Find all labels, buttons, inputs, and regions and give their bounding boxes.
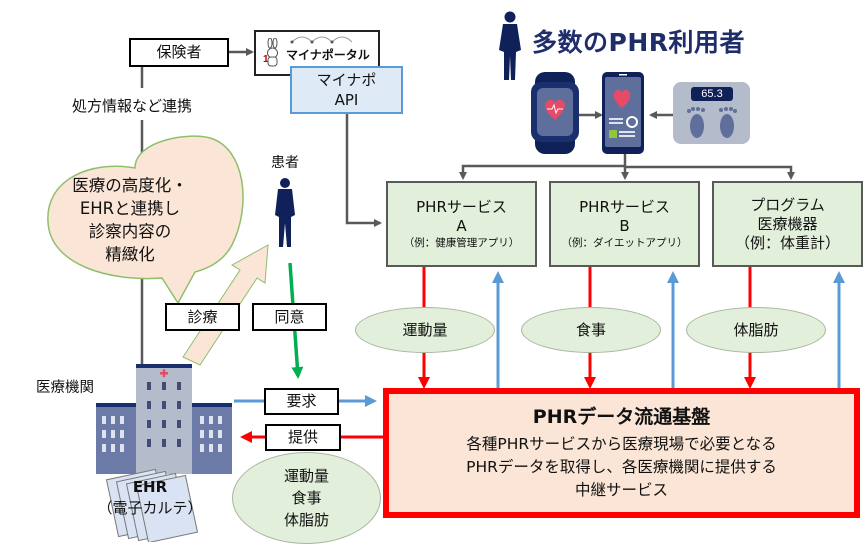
diagnosis-label: 診療 [165, 303, 240, 331]
provide-label: 提供 [265, 424, 341, 451]
speech-bubble [47, 135, 244, 305]
myna-api-box: マイナポ API [290, 66, 403, 114]
smartphone-icon [602, 72, 644, 154]
api-to-service-a-arrow [345, 114, 382, 227]
platform-description-line: PHRデータを取得し、各医療機関に提供する [466, 458, 777, 476]
consent-label: 同意 [252, 303, 327, 331]
provided-data-ellipse: 運動量 食事 体脂肪 [232, 452, 381, 544]
platform-description-line: 中継サービス [574, 481, 668, 499]
myna-rabbit-icon: 1 [263, 38, 278, 67]
weight-scale-icon: 65.3 [673, 82, 750, 144]
bubble-line: 精緻化 [105, 245, 155, 264]
patient-silhouette-icon [275, 178, 295, 247]
phr-data-platform: PHRデータ流通基盤 各種PHRサービスから医療現場で必要となる PHRデータを… [383, 388, 860, 518]
bubble-line: 診察内容の [88, 222, 172, 241]
scale-reading: 65.3 [701, 88, 723, 100]
phone-to-service-a-arrow [459, 164, 625, 180]
platform-description-line: 各種PHRサービスから医療現場で必要となる [466, 435, 777, 453]
svg-text:1: 1 [263, 54, 269, 65]
myna-portal-logo-text: マイナポータル [286, 47, 370, 62]
bubble-line: EHRと連携し [79, 199, 181, 218]
portal-arc-icon [290, 36, 353, 43]
program-medical-device: プログラム 医療機器 （例：体重計） [712, 181, 863, 267]
request-label: 要求 [264, 388, 339, 415]
insurer-label: 保険者 [156, 43, 202, 61]
ehr-label: EHR （電子カルテ） [70, 477, 230, 519]
medical-institution-label: 医療機関 [36, 380, 94, 396]
page-title: 多数のPHR利用者 [532, 28, 745, 57]
insurer-box: 保険者 [129, 38, 229, 67]
phone-to-program-arrow [625, 165, 795, 180]
myna-api-line1: マイナポ [316, 71, 377, 89]
bubble-text: 医療の高度化・ EHRと連携し 診察内容の 精緻化 [60, 174, 200, 266]
ehr-documents-icon [106, 468, 199, 542]
scale-display: 65.3 [691, 87, 733, 101]
hospital-building-icon [96, 364, 232, 474]
smartwatch-icon [531, 72, 579, 154]
patient-label: 患者 [271, 155, 299, 171]
ehr-subtitle: （電子カルテ） [97, 499, 203, 517]
phr-service-a: PHRサービス A （例：健康管理アプリ） [386, 181, 537, 267]
data-type-ellipse: 体脂肪 [686, 307, 826, 353]
myna-api-line2: API [334, 91, 359, 109]
platform-title: PHRデータ流通基盤 [532, 406, 711, 428]
user-silhouette-icon [499, 11, 521, 80]
link-label: 処方情報など連携 [70, 95, 195, 116]
footprints-icon [687, 107, 737, 138]
bubble-line: 医療の高度化・ [72, 176, 188, 195]
ehr-title: EHR [132, 478, 168, 496]
data-type-ellipse: 運動量 [355, 307, 495, 353]
data-type-ellipse: 食事 [521, 307, 661, 353]
phr-service-b: PHRサービス B （例：ダイエットアプリ） [549, 181, 700, 267]
